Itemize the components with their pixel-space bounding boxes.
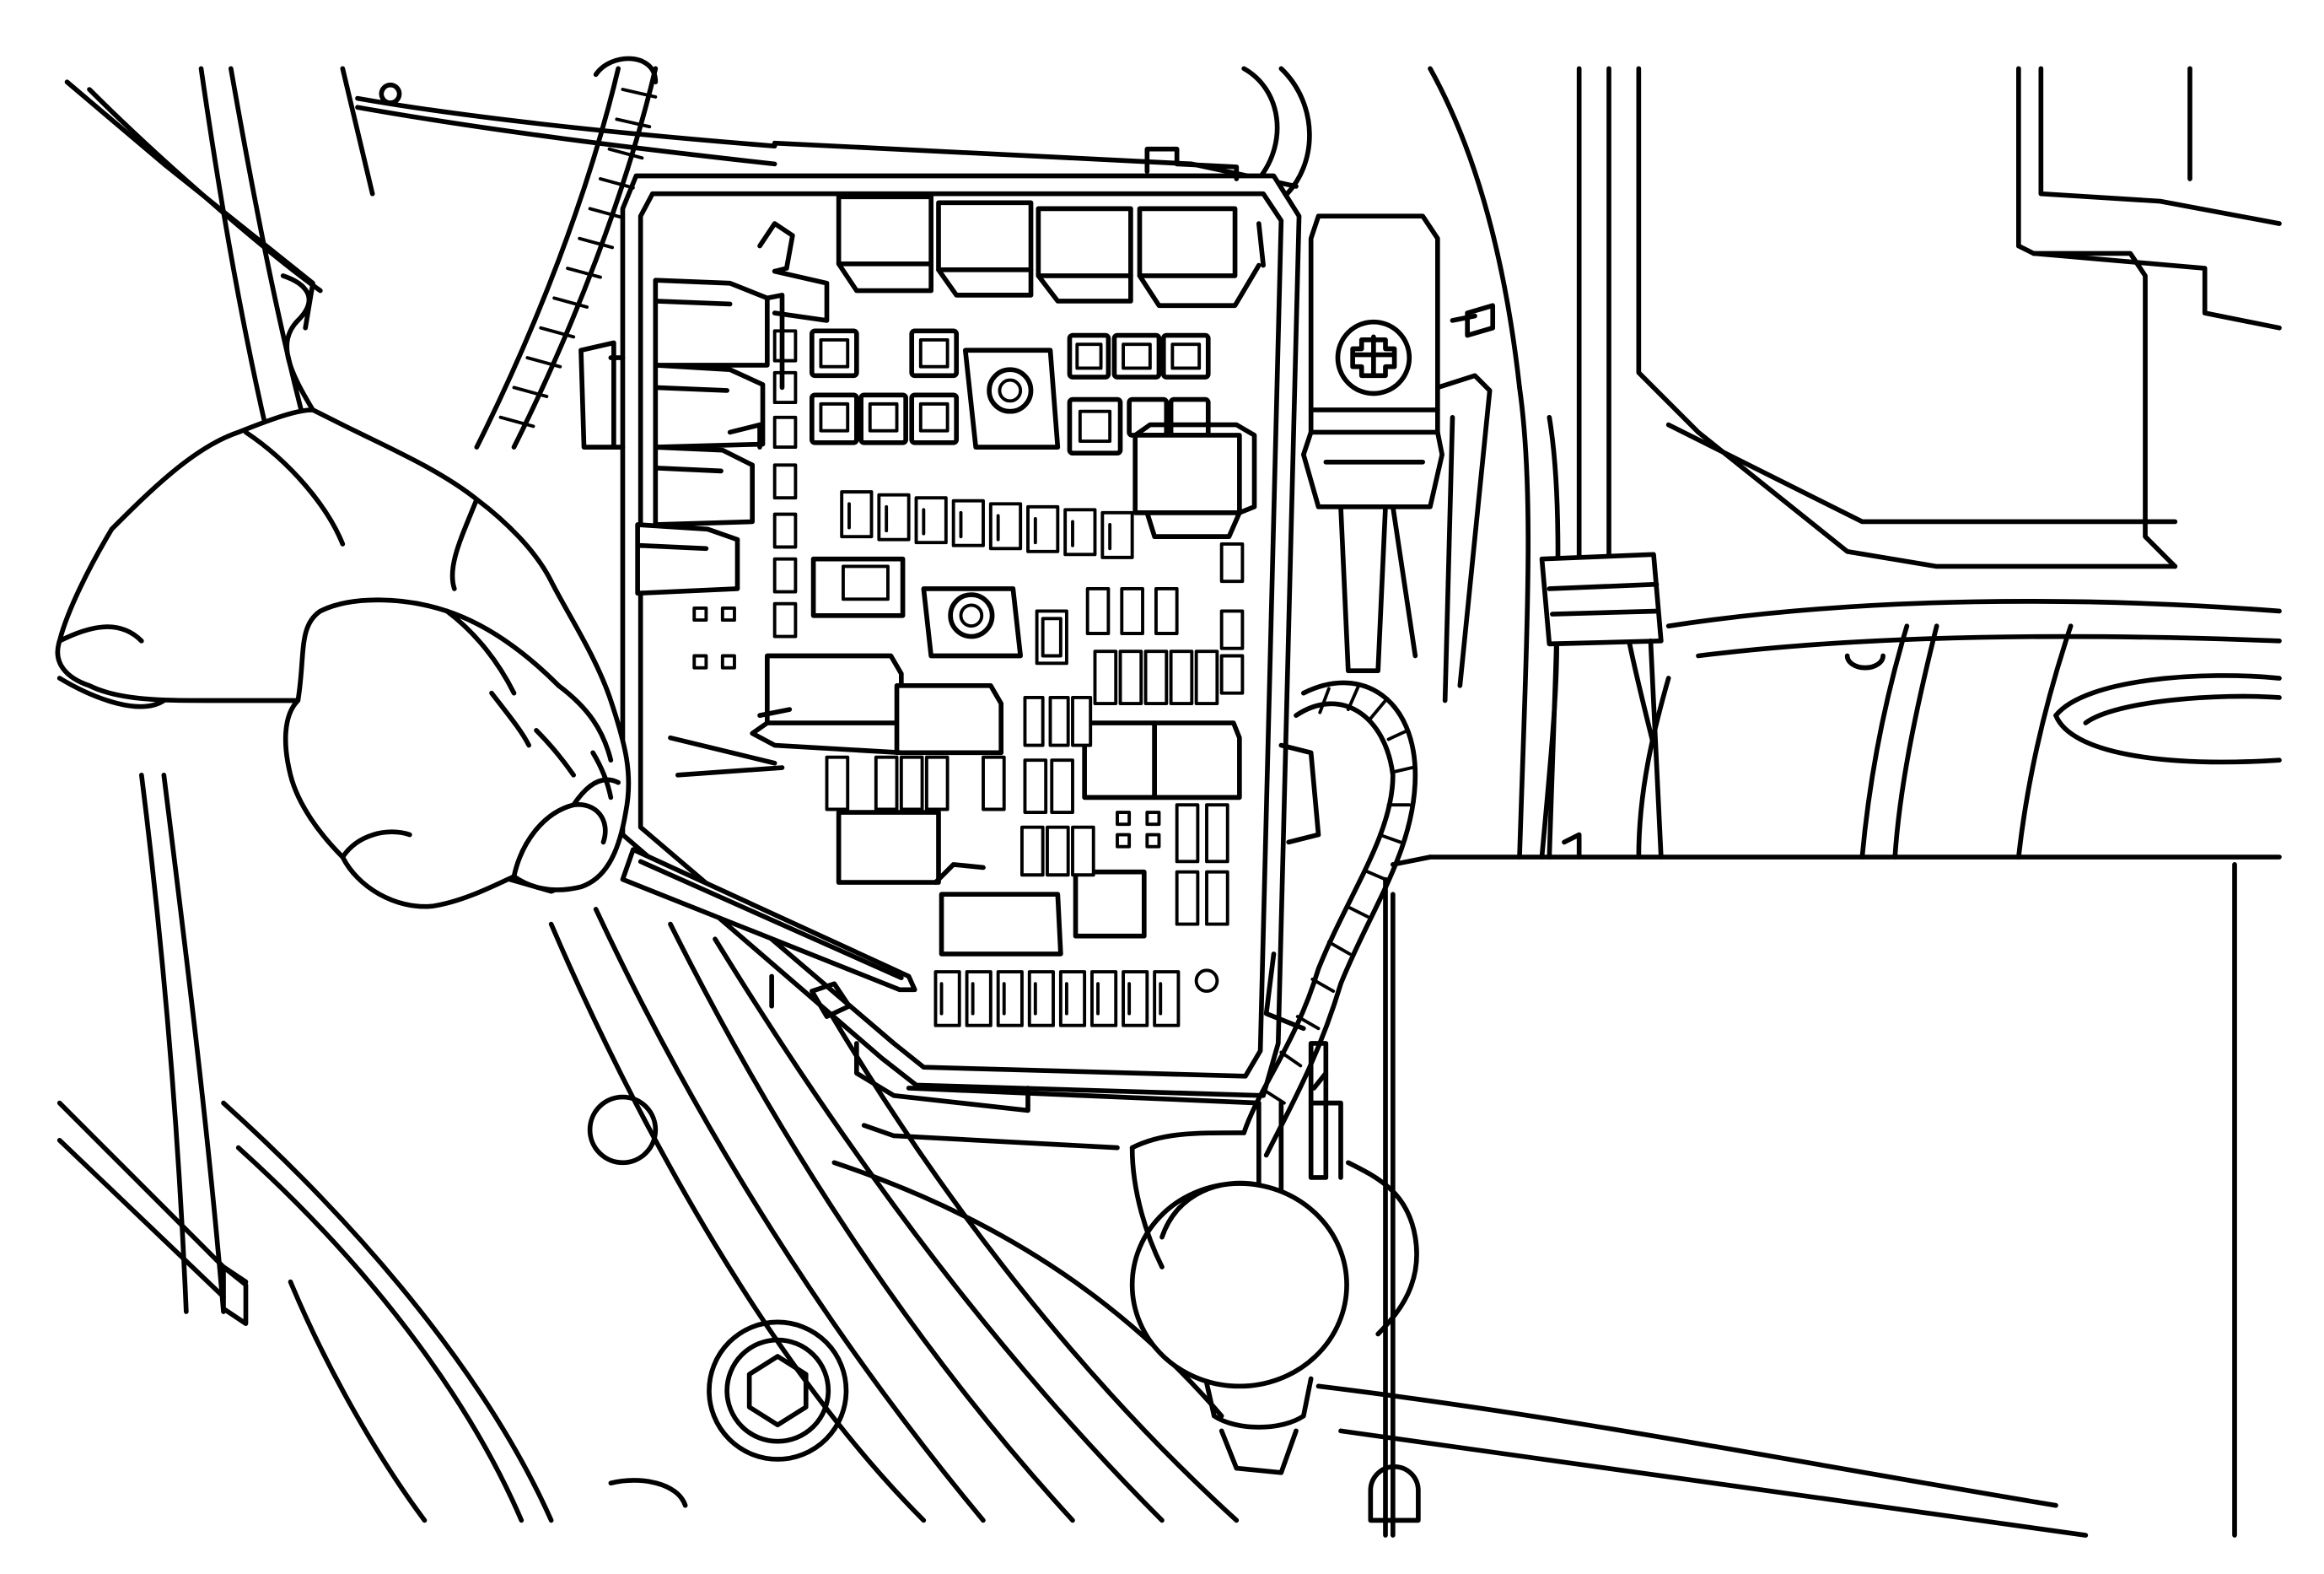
hand-with-fuse-puller — [55, 273, 917, 993]
lower-latch — [810, 981, 852, 1019]
left-relay-column — [635, 278, 785, 596]
upper-mini-fuses — [772, 328, 1211, 456]
lower-fuse-grid — [692, 606, 1229, 926]
screw-cross-head — [1353, 334, 1394, 379]
mounting-stud-upper — [962, 348, 1061, 450]
mid-relay-and-stud — [810, 556, 1023, 659]
harness-clip — [1539, 552, 1664, 647]
top-relay-row — [757, 194, 1266, 323]
lower-bolt-and-hole — [587, 1094, 849, 1462]
bottom-fuse-row — [933, 968, 1219, 1027]
guide-line — [675, 765, 785, 778]
spiral-wrapped-harness-top — [474, 56, 659, 450]
hand — [55, 407, 632, 909]
battery-terminal-cover — [1301, 213, 1493, 703]
background-body-panel — [56, 66, 2237, 1538]
right-fuse-block — [1035, 542, 1245, 705]
round-grommet — [1129, 1041, 1419, 1475]
relay-right-upper — [1132, 433, 1242, 515]
right-side-components — [1383, 66, 2282, 1538]
fuse-relay-box — [608, 146, 1302, 1151]
center-relays — [750, 653, 1242, 957]
middle-fuse-row — [772, 463, 1134, 639]
spiral-wrapped-harness-right — [1129, 680, 1418, 1158]
hex-bolt-head — [746, 1354, 809, 1428]
